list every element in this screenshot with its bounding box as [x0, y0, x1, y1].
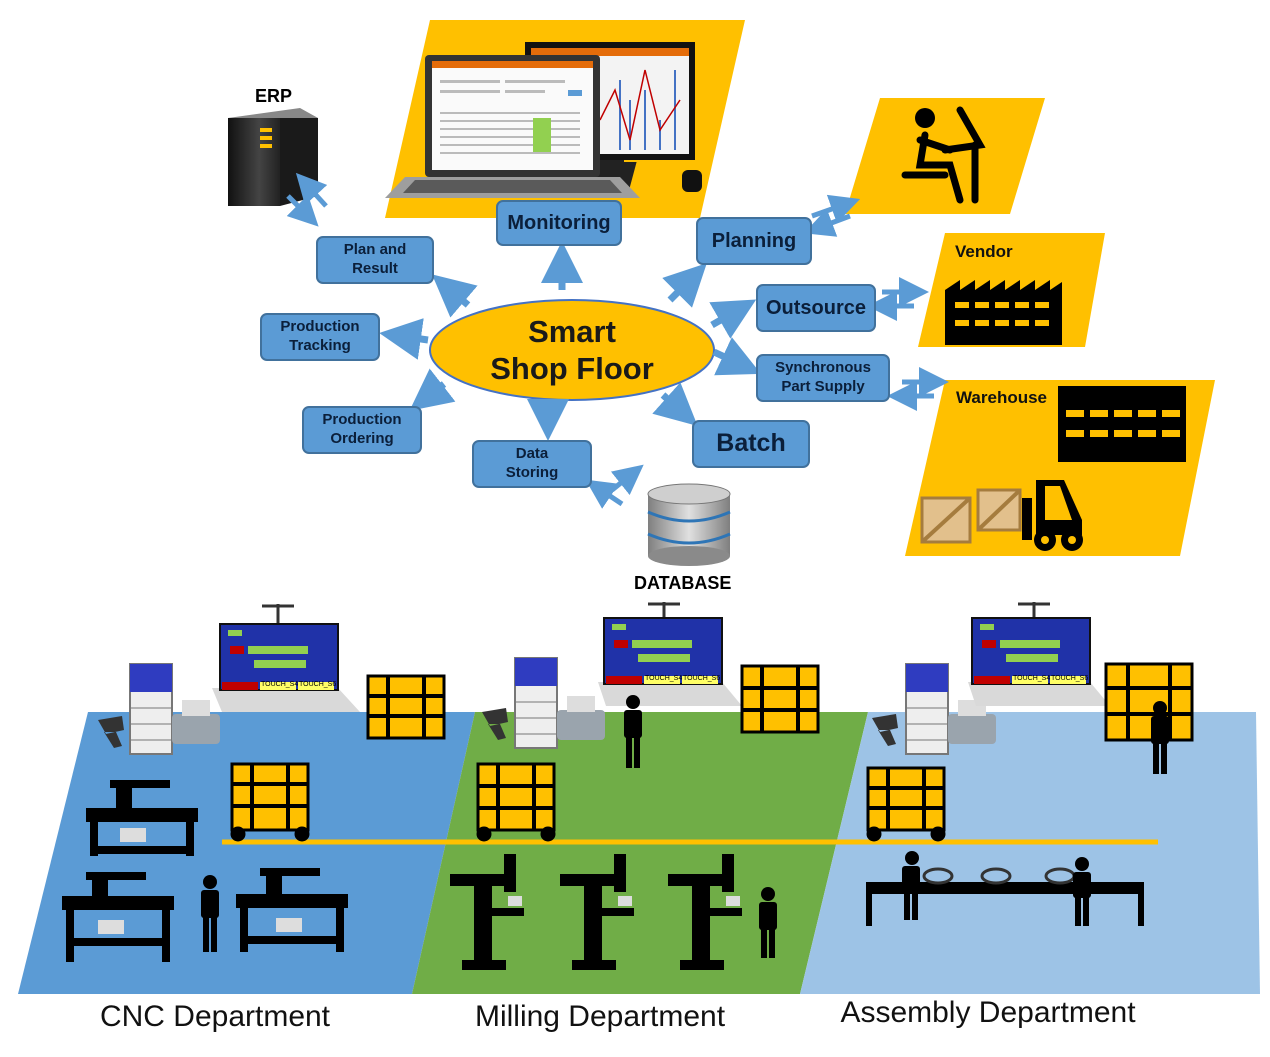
rack-assembly-top: [1104, 662, 1194, 742]
assembly-floor: [800, 712, 1260, 994]
milling-machine-icons: [450, 854, 742, 970]
hmi-milling-touch-b: TOUCH_S6: [683, 675, 721, 682]
forklift-icon: [1022, 480, 1083, 551]
outsource-box: Outsource: [756, 284, 876, 332]
crate-icons: [920, 488, 1022, 544]
shelf-racks: [230, 662, 1194, 842]
hmi-assembly-touch-b: TOUCH_S6: [1051, 675, 1089, 682]
hmi-cnc-touch-b: TOUCH_S6: [299, 681, 337, 688]
rack-cnc-cart: [230, 762, 310, 842]
hmi-screen-milling: [598, 602, 742, 706]
exchange-arrows: [286, 172, 949, 509]
workstation-cnc: [98, 663, 220, 755]
smart-shop-floor-ellipse: [429, 299, 715, 401]
rack-assembly-cart: [866, 766, 946, 842]
warehouse-rack-icon: [1058, 386, 1186, 462]
monitoring-box: Monitoring: [496, 200, 622, 246]
warehouse-label: Warehouse: [956, 388, 1048, 407]
planner-person-icon: [901, 106, 986, 204]
factory-icon: [945, 280, 1062, 345]
vendor-label: Vendor: [955, 242, 1013, 261]
workstation-assembly: [872, 663, 996, 755]
planning-box: Planning: [696, 217, 812, 265]
worker-icons: [201, 695, 1169, 958]
assembly-department-label: Assembly Department: [840, 996, 1136, 1029]
erp-label: ERP: [255, 86, 293, 106]
rack-cnc-top: [366, 674, 446, 740]
milling-department-label: Milling Department: [474, 1000, 726, 1033]
erp-server-icon: [228, 108, 318, 206]
workstation-milling: [482, 657, 605, 749]
hmi-screen-cnc: [212, 604, 360, 712]
hmi-assembly-touch-a: TOUCH_S4: [1013, 675, 1051, 682]
laptop-icon: [385, 55, 640, 198]
database-icon: [647, 483, 731, 566]
hmi-cnc-touch-a: TOUCH_S4: [261, 681, 299, 688]
cnc-department-label: CNC Department: [99, 1000, 331, 1033]
hmi-milling-touch-a: TOUCH_S4: [645, 675, 683, 682]
cnc-machine-icons: [62, 780, 348, 962]
planning-panel: [845, 98, 1045, 214]
flow-arrows: [379, 241, 762, 441]
batch-box: Batch: [692, 420, 810, 468]
database-label: DATABASE: [634, 573, 732, 593]
rack-milling-top: [740, 664, 820, 734]
hmi-screen-assembly: [968, 602, 1110, 706]
rack-milling-cart: [476, 762, 556, 842]
